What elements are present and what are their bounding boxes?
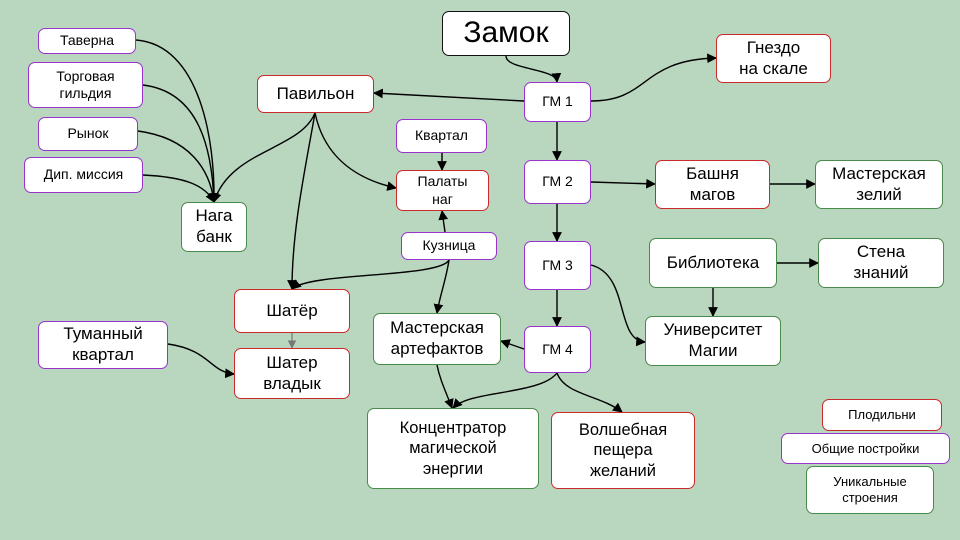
edge-pavilion-tent: [287, 112, 316, 290]
node-trade-guild: Торговая гильдия: [28, 62, 143, 108]
node-tavern: Таверна: [38, 28, 136, 54]
node-wish-cave: Волшебная пещера желаний: [551, 412, 695, 489]
edge-pavilion-bank: [211, 112, 316, 203]
node-castle: Замок: [442, 11, 570, 56]
node-potion-workshop: Мастерская зелий: [815, 160, 943, 209]
edge-artifact-concentrator: [436, 364, 454, 409]
edge-forge-tent: [291, 259, 450, 290]
node-lords-tent: Шатер владык: [234, 348, 350, 399]
edge-foggy-lords: [167, 343, 235, 379]
edge-forge-artifact: [433, 259, 450, 314]
legend-unique: Уникальные строения: [806, 466, 934, 514]
node-gm2: ГМ 2: [524, 160, 591, 204]
node-gm1: ГМ 1: [524, 82, 591, 122]
node-market: Рынок: [38, 117, 138, 151]
node-artifact-workshop: Мастерская артефактов: [373, 313, 501, 365]
node-pavilion: Павильон: [257, 75, 374, 113]
edge-gm1-pavilion: [373, 88, 525, 102]
node-nest: Гнездо на скале: [716, 34, 831, 83]
edge-market-bank: [137, 130, 218, 203]
node-quarter: Квартал: [396, 119, 487, 153]
node-magic-concentrator: Концентратор магической энергии: [367, 408, 539, 489]
edge-forge-chambers: [438, 210, 449, 233]
node-university: Университет Магии: [645, 316, 781, 366]
edge-castle-gm1: [505, 55, 562, 83]
edge-gm4-artifact: [500, 339, 525, 350]
edge-gm4-cave: [556, 372, 623, 413]
node-forge: Кузница: [401, 232, 497, 260]
edge-gm1-nest: [590, 53, 717, 102]
node-gm4: ГМ 4: [524, 326, 591, 373]
node-wall-of-knowledge: Стена знаний: [818, 238, 944, 288]
node-naga-bank: Нага банк: [181, 202, 247, 252]
edge-gm3-university: [590, 264, 646, 347]
edge-mission-bank: [142, 174, 215, 203]
edge-tavern-bank: [135, 39, 220, 203]
edge-gm2-tower: [590, 178, 656, 189]
legend-common: Общие постройки: [781, 433, 950, 464]
node-tent: Шатёр: [234, 289, 350, 333]
edge-guild-bank: [142, 84, 219, 203]
node-gm3: ГМ 3: [524, 241, 591, 290]
node-naga-chambers: Палаты наг: [396, 170, 489, 211]
legend-breeding: Плодильни: [822, 399, 942, 431]
node-foggy-quarter: Туманный квартал: [38, 321, 168, 369]
node-dip-mission: Дип. миссия: [24, 157, 143, 193]
edge-gm4-concentrator: [452, 372, 558, 409]
node-library: Библиотека: [649, 238, 777, 288]
edge-pavilion-chambers: [314, 112, 397, 191]
node-mage-tower: Башня магов: [655, 160, 770, 209]
